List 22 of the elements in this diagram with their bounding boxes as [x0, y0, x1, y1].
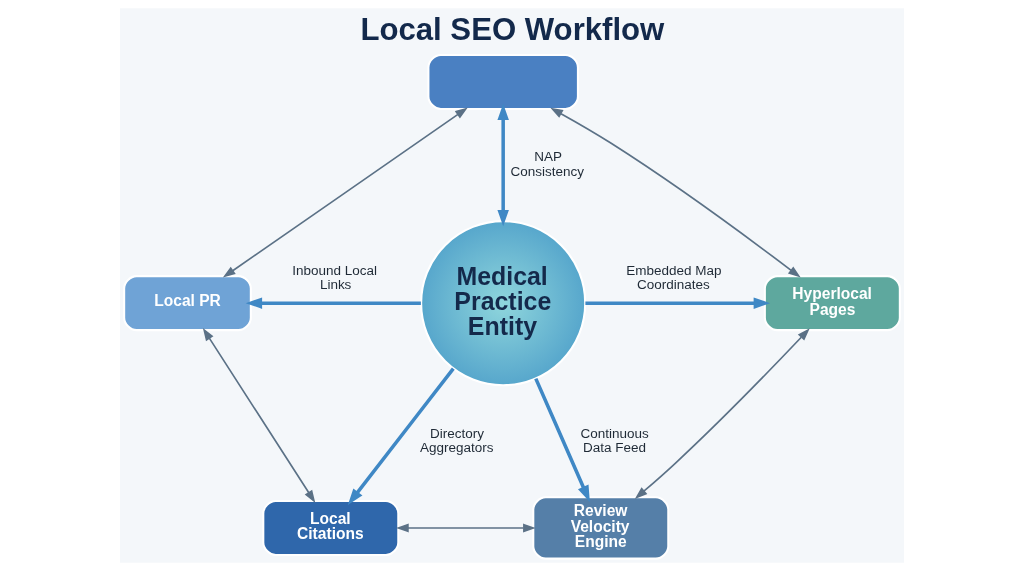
edge-label: Inbound Local Links [292, 262, 378, 293]
node-box [427, 53, 579, 110]
arrow [634, 328, 810, 499]
arrow [497, 103, 509, 227]
node-box: Hyperlocal Pages [763, 275, 901, 332]
arrow [245, 297, 421, 309]
arrow [550, 107, 801, 278]
edge-label: Continuous Data Feed [580, 425, 649, 456]
diagram-title: Local SEO Workflow [360, 12, 665, 48]
node-box: Local PR [123, 275, 252, 332]
arrow [202, 328, 316, 503]
edge-label: NAP Consistency [510, 149, 584, 179]
node-box: Review Velocity Engine [532, 496, 670, 560]
edge-label: Directory Aggregators [420, 425, 494, 456]
arrow [396, 523, 536, 533]
arrow [534, 377, 590, 502]
node-circle: Medical Practice Entity [420, 220, 587, 387]
node-box: Local Citations [262, 499, 400, 556]
arrow [585, 297, 771, 309]
arrow [347, 367, 455, 505]
arrow [222, 107, 468, 278]
edge-label: Embedded Map Coordinates [626, 262, 722, 293]
